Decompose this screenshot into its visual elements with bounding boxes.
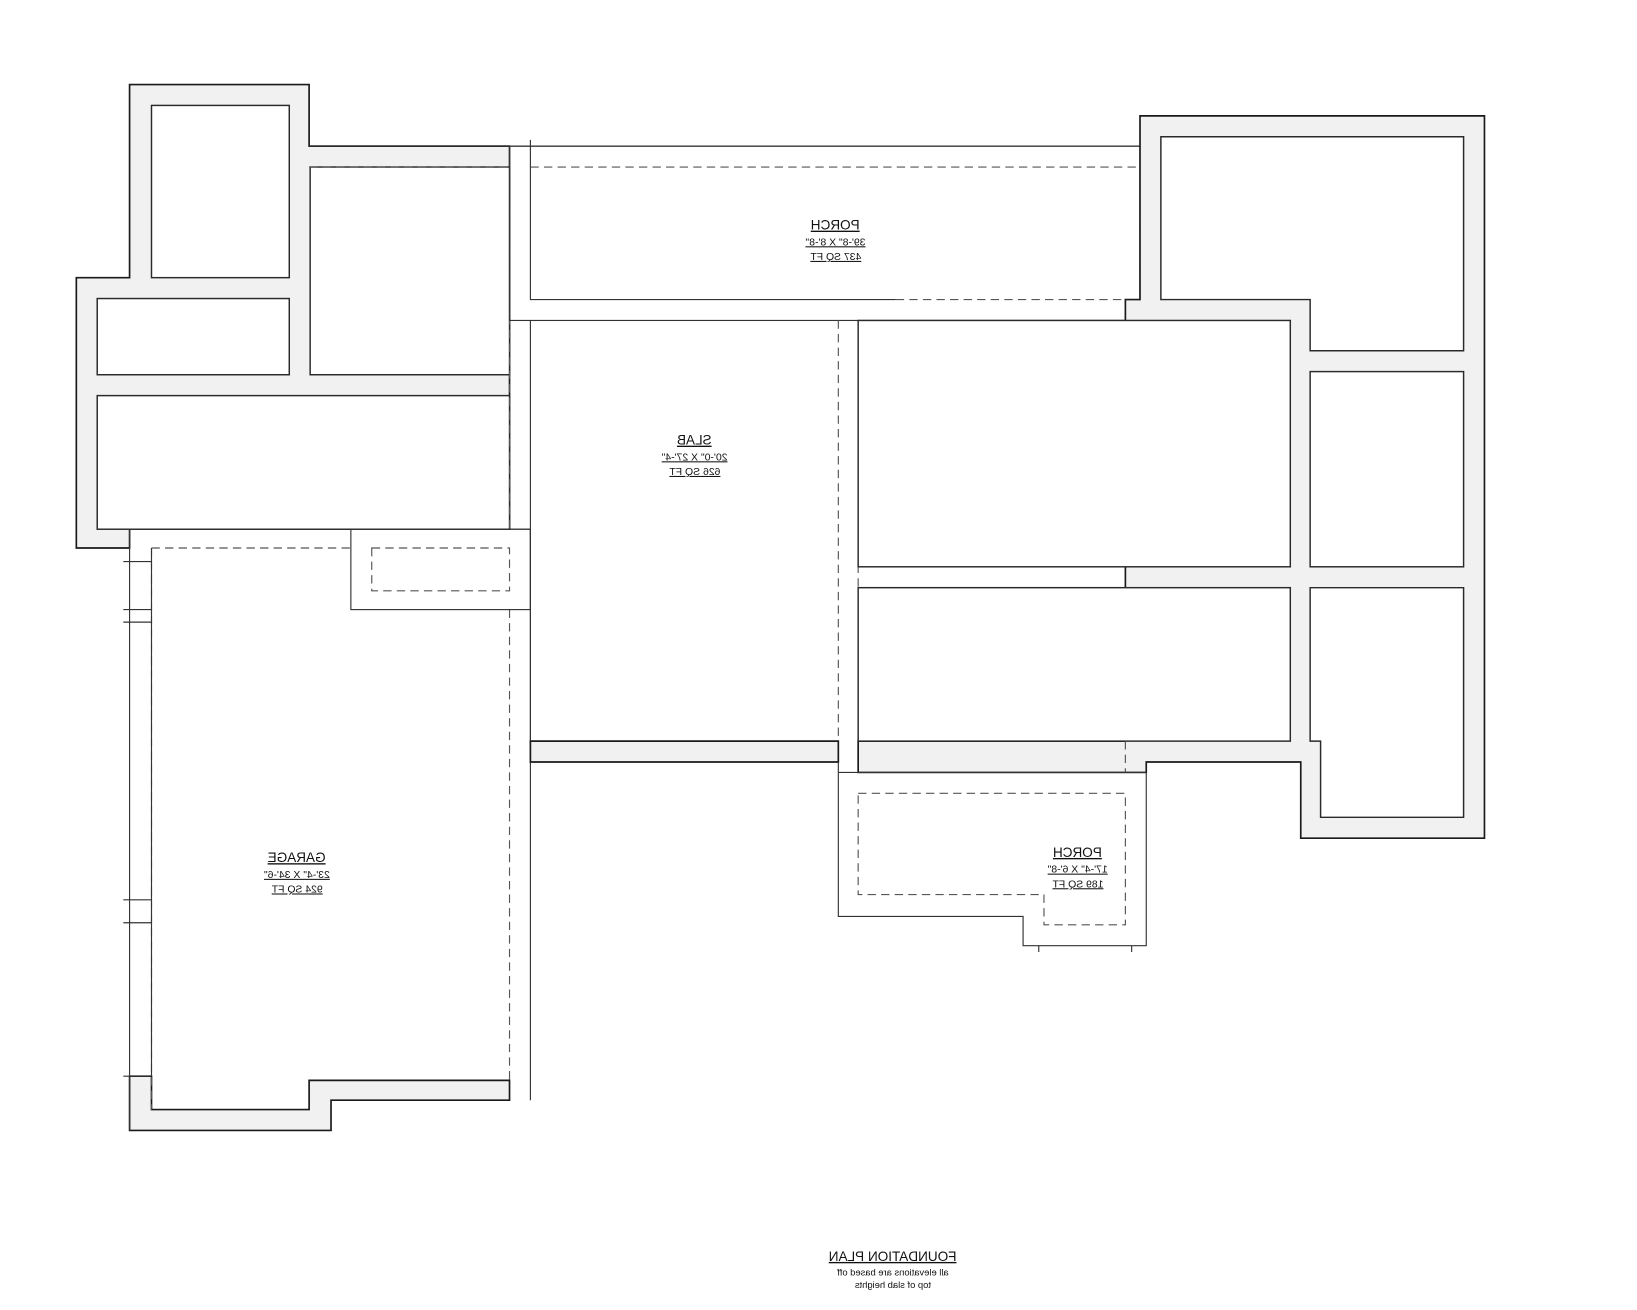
plan-note-1: all elevations are based off — [837, 1267, 949, 1278]
room-right-upper — [857, 319, 1292, 568]
room-right-lower — [857, 586, 1292, 742]
garage-foundation — [123, 528, 531, 1132]
room-right-corner — [1160, 136, 1465, 352]
svg-text:189 SQ FT: 189 SQ FT — [1052, 879, 1104, 890]
bottom-porch-outline — [837, 761, 1147, 952]
room-left-long — [96, 394, 511, 530]
right-wing-foundation — [857, 115, 1486, 840]
room-right-bottom — [1309, 586, 1465, 819]
svg-text:GARAGE: GARAGE — [268, 850, 326, 865]
room-left-small — [96, 297, 291, 376]
svg-text:SLAB: SLAB — [677, 433, 712, 448]
room-right-mid — [1309, 370, 1465, 568]
plan-title: FOUNDATION PLAN — [829, 1249, 957, 1264]
room-left-mid — [309, 166, 511, 376]
svg-text:23'-4" X 34'-6": 23'-4" X 34'-6" — [264, 870, 330, 881]
svg-text:PORCH: PORCH — [1053, 845, 1102, 860]
label-garage: GARAGE 23'-4" X 34'-6" 924 SQ FT — [264, 850, 330, 895]
plan-title-block: FOUNDATION PLAN all elevations are based… — [829, 1249, 957, 1290]
label-porch-bottom: PORCH 17'-4" X 6'-8" 189 SQ FT — [1047, 845, 1107, 890]
label-slab: SLAB 20'-0" X 27'-4" 626 SQ FT — [661, 433, 727, 478]
svg-text:437 SQ FT: 437 SQ FT — [810, 252, 862, 263]
label-porch-top: PORCH 39'-8" X 8'-8" 437 SQ FT — [805, 218, 865, 263]
garage-step — [350, 528, 531, 611]
svg-text:20'-0" X 27'-4": 20'-0" X 27'-4" — [661, 452, 727, 463]
svg-text:924 SQ FT: 924 SQ FT — [271, 884, 323, 895]
slab-south-wall — [529, 740, 840, 763]
svg-text:626 SQ FT: 626 SQ FT — [669, 467, 721, 478]
svg-text:39'-8" X 8'-8": 39'-8" X 8'-8" — [805, 237, 865, 248]
svg-text:PORCH: PORCH — [811, 218, 860, 233]
plan-note-2: top of slab heights — [855, 1279, 931, 1290]
svg-text:17'-4" X 6'-8": 17'-4" X 6'-8" — [1047, 865, 1107, 876]
room-left-upper — [150, 104, 291, 279]
left-wing-foundation — [75, 83, 511, 549]
